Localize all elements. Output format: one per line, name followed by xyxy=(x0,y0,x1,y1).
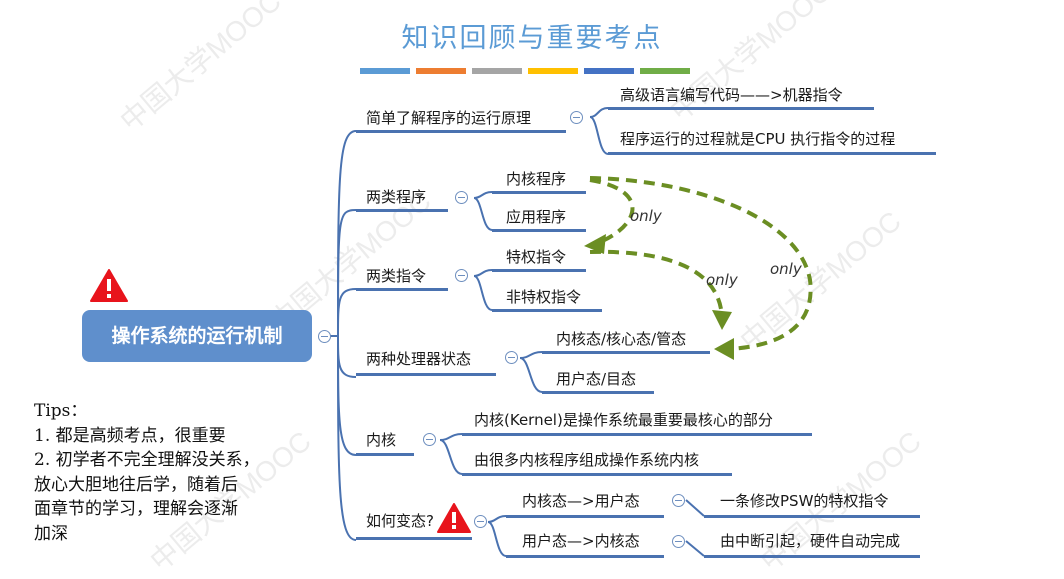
leaf-underline xyxy=(506,555,664,558)
tips-line: 2. 初学者不完全理解没关系， xyxy=(34,450,260,470)
branch-label: 两种处理器状态 xyxy=(366,350,472,368)
leaf-label: 特权指令 xyxy=(506,248,567,266)
collapse-icon[interactable] xyxy=(570,111,583,124)
only-label: only xyxy=(630,207,662,225)
branch-label: 两类程序 xyxy=(366,188,427,206)
detail-underline xyxy=(704,555,920,558)
branch-underline xyxy=(356,130,566,133)
leaf-label: 用户态/目态 xyxy=(556,370,637,388)
title-bar-3 xyxy=(472,68,522,74)
leaf-label: 应用程序 xyxy=(506,208,567,226)
branch-label: 如何变态? xyxy=(366,512,434,530)
leaf-underline xyxy=(506,515,664,518)
leaf-label: 内核程序 xyxy=(506,170,567,188)
branch-underline xyxy=(356,453,414,456)
leaf-label: 内核态/核心态/管态 xyxy=(556,330,687,348)
leaf-underline xyxy=(462,473,732,476)
collapse-icon[interactable] xyxy=(505,351,518,364)
branch-label: 简单了解程序的运行原理 xyxy=(366,109,532,127)
leaf-underline xyxy=(492,269,586,272)
leaf-label: 程序运行的过程就是CPU 执行指令的过程 xyxy=(620,130,896,148)
tips-heading: Tips： xyxy=(34,401,88,421)
title-bar-4 xyxy=(528,68,578,74)
branch-underline xyxy=(356,537,472,540)
branch-label: 两类指令 xyxy=(366,267,427,285)
only-label: only xyxy=(706,271,738,289)
detail-underline xyxy=(704,515,920,518)
detail-label: 由中断引起，硬件自动完成 xyxy=(720,532,901,550)
detail-label: 一条修改PSW的特权指令 xyxy=(720,492,889,510)
leaf-label: 非特权指令 xyxy=(506,288,582,306)
only-label: only xyxy=(770,260,802,278)
title-bar-2 xyxy=(416,68,466,74)
collapse-icon[interactable] xyxy=(455,269,468,282)
collapse-icon[interactable] xyxy=(672,494,685,507)
leaf-underline xyxy=(492,309,602,312)
leaf-underline xyxy=(542,351,710,354)
branch-underline xyxy=(356,288,448,291)
branch-underline xyxy=(356,373,496,376)
tips-box: Tips： 1. 都是高频考点，很重要 2. 初学者不完全理解没关系， 放心大胆… xyxy=(34,399,304,546)
collapse-icon[interactable] xyxy=(455,191,468,204)
leaf-underline xyxy=(542,391,654,394)
leaf-label: 内核(Kernel)是操作系统最重要最核心的部分 xyxy=(474,411,773,429)
collapse-icon[interactable] xyxy=(474,515,487,528)
branch-label: 内核 xyxy=(366,431,397,449)
arrowhead xyxy=(712,310,732,330)
page-title: 知识回顾与重要考点 xyxy=(401,23,663,54)
leaf-underline xyxy=(462,433,812,436)
arrowhead xyxy=(714,338,734,360)
leaf-label: 由很多内核程序组成操作系统内核 xyxy=(474,451,700,469)
collapse-icon[interactable] xyxy=(672,535,685,548)
root-node[interactable]: 操作系统的运行机制 xyxy=(82,310,312,362)
tips-line: 1. 都是高频考点，很重要 xyxy=(34,425,226,446)
leaf-underline xyxy=(492,191,586,194)
title-bar-1 xyxy=(360,68,410,74)
only-arrows xyxy=(589,176,813,351)
title-bar-5 xyxy=(584,68,634,74)
tips-line: 加深 xyxy=(34,523,68,544)
arrowhead xyxy=(584,234,606,254)
leaf-label: 高级语言编写代码——>机器指令 xyxy=(620,86,843,104)
leaf-label: 内核态—>用户态 xyxy=(522,492,640,510)
leaf-underline xyxy=(492,229,586,232)
warning-icon xyxy=(437,503,471,533)
warning-icon xyxy=(90,269,128,302)
title-bar-6 xyxy=(640,68,690,74)
leaf-underline xyxy=(608,152,936,155)
tips-line: 面章节的学习，理解会逐渐 xyxy=(34,499,238,519)
leaf-label: 用户态—>内核态 xyxy=(522,532,640,550)
branch-underline xyxy=(356,209,448,212)
collapse-icon[interactable] xyxy=(318,330,331,343)
tips-line: 放心大胆地往后学，随着后 xyxy=(34,474,238,495)
leaf-underline xyxy=(608,107,874,110)
collapse-icon[interactable] xyxy=(423,433,436,446)
